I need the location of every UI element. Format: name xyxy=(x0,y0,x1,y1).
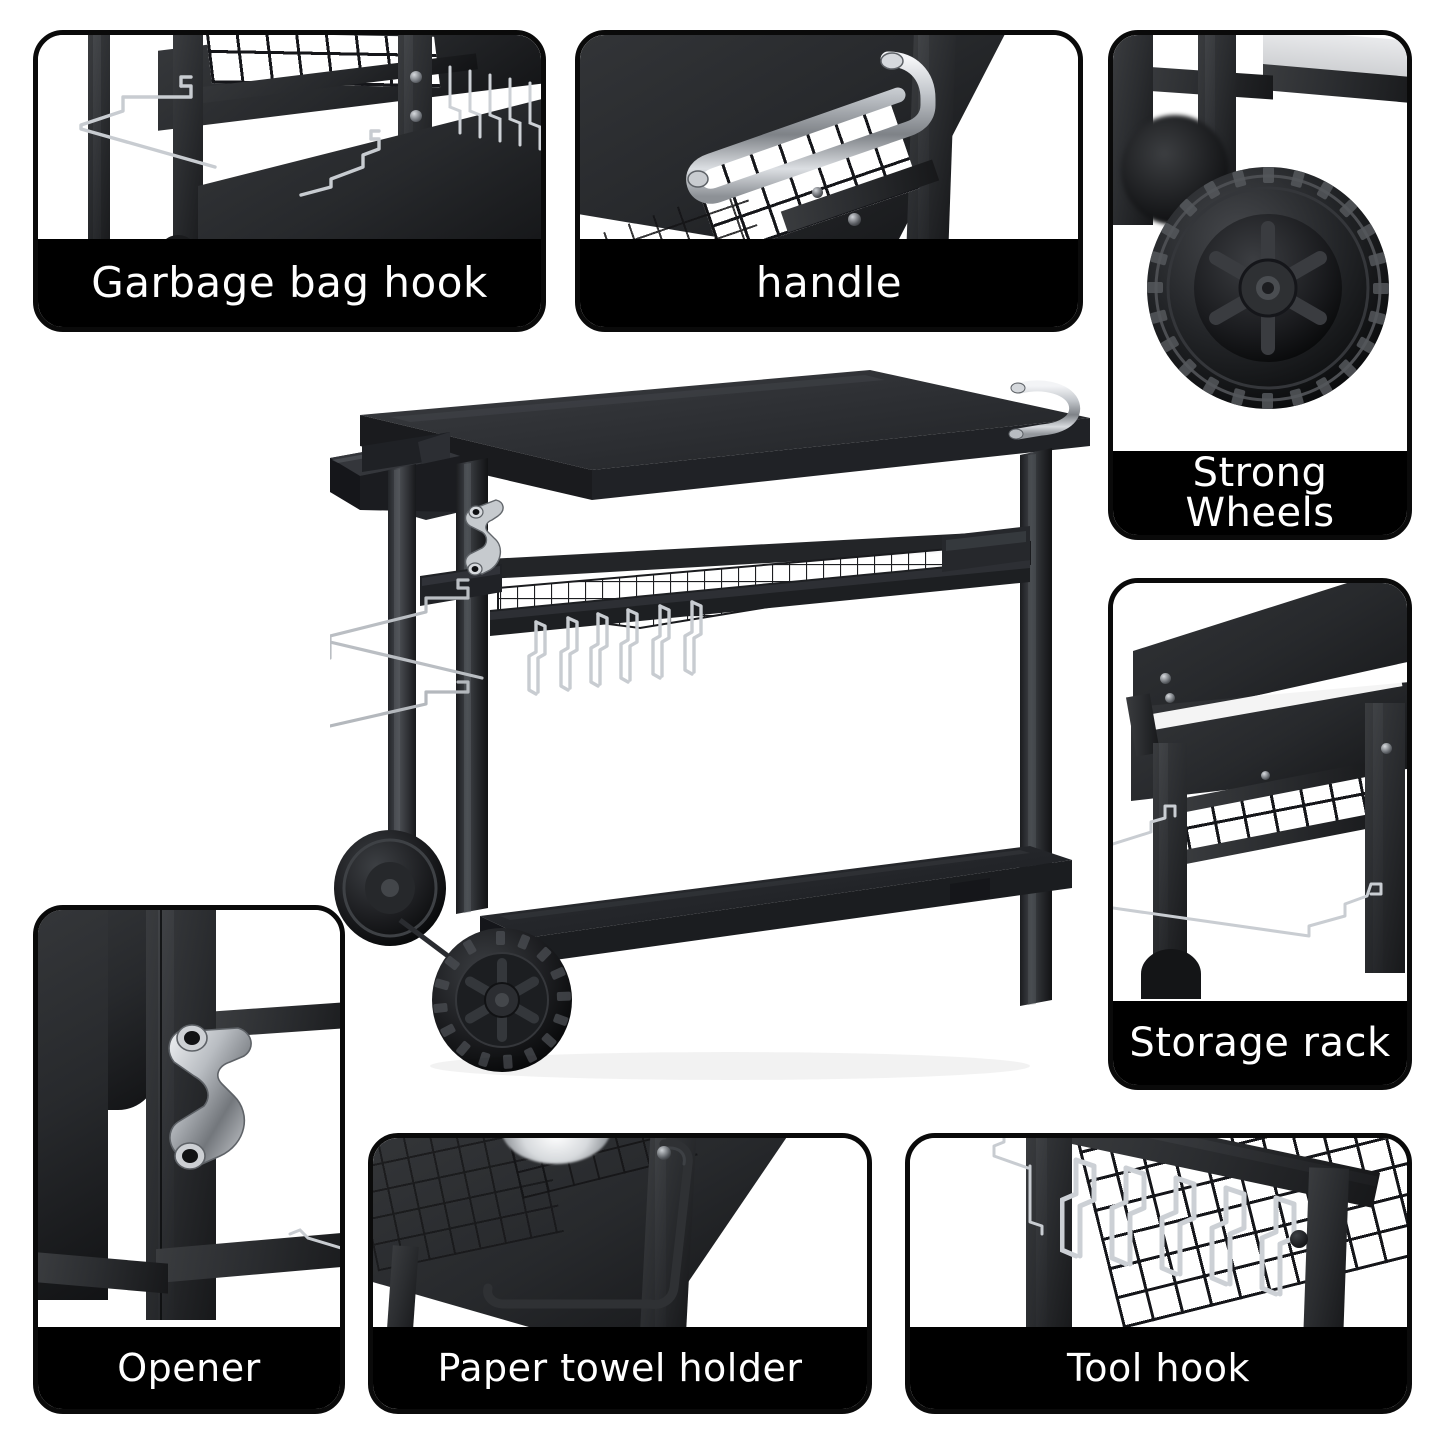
hero-bottle-opener xyxy=(464,499,504,576)
hero-tool-hooks xyxy=(527,600,703,696)
hero-wheel-rear xyxy=(334,830,446,946)
bottle-opener-icon xyxy=(168,1024,252,1170)
storage-rack-hook-wire xyxy=(1113,804,1383,938)
feature-panel-opener: Opener xyxy=(33,905,345,1414)
caption-strong-wheels: Strong Wheels xyxy=(1113,451,1407,535)
photo-strong-wheels xyxy=(1113,35,1407,451)
caption-garbage-bag-hook: Garbage bag hook xyxy=(38,239,541,327)
photo-tool-hook xyxy=(910,1138,1407,1327)
tool-hooks-row xyxy=(1060,1157,1297,1297)
feature-panel-paper-towel-holder: Paper towel holder xyxy=(368,1133,872,1414)
hero-product-image xyxy=(330,360,1120,1100)
photo-garbage-bag-hook xyxy=(38,35,541,239)
photo-opener xyxy=(38,910,340,1327)
feature-panel-tool-hook: Tool hook xyxy=(905,1133,1412,1414)
grill-prep-cart-illustration xyxy=(330,370,1090,1080)
photo-handle xyxy=(580,35,1078,239)
caption-tool-hook: Tool hook xyxy=(910,1327,1407,1409)
photo-paper-towel-holder xyxy=(373,1138,867,1327)
caption-paper-towel-holder: Paper towel holder xyxy=(373,1327,867,1409)
toolhook-panel-bag-hook-icon xyxy=(992,1138,1044,1236)
photo-storage-rack xyxy=(1113,583,1407,1001)
garbage-bag-hook-wire xyxy=(79,75,381,197)
paper-towel-holder-bar xyxy=(483,1139,693,1309)
feature-panel-garbage-bag-hook: Garbage bag hook xyxy=(33,30,546,332)
caption-opener: Opener xyxy=(38,1327,340,1409)
opener-panel-hook-icon xyxy=(288,1228,340,1250)
hero-garbage-bag-hook xyxy=(330,578,484,680)
side-handle xyxy=(1012,380,1081,440)
wheel-icon xyxy=(1147,167,1389,409)
tool-hooks-cluster-icon xyxy=(448,65,541,151)
hero-wheel-front xyxy=(432,928,572,1072)
caption-handle: handle xyxy=(580,239,1078,327)
chrome-handle xyxy=(686,51,936,204)
feature-panel-strong-wheels: Strong Wheels xyxy=(1108,30,1412,540)
feature-panel-storage-rack: Storage rack xyxy=(1108,578,1412,1090)
feature-panel-handle: handle xyxy=(575,30,1083,332)
caption-storage-rack: Storage rack xyxy=(1113,1001,1407,1085)
